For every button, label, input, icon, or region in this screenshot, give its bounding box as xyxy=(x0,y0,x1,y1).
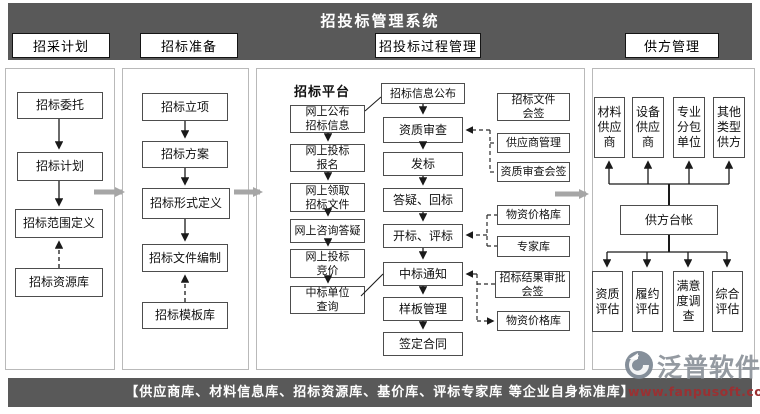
platform-title: 招标平台 xyxy=(294,85,351,100)
flow-box-comprehensive-eval: 综合评估 xyxy=(712,271,743,332)
flow-box-award-notice: 中标通知 xyxy=(383,262,463,286)
flow-box-bid-entrust: 招标委托 xyxy=(17,92,103,119)
flow-box-bid-initiation: 招标立项 xyxy=(142,93,228,121)
flow-box-sign-contract: 签定合同 xyxy=(383,332,463,356)
flow-box-bid-scope: 招标范围定义 xyxy=(15,209,103,238)
flow-box-bid-doc-countersign: 招标文件 会签 xyxy=(497,93,570,121)
vendor-watermark: 泛普软件 www.fanpusoft.com xyxy=(624,347,760,405)
page-title: 招投标管理系统 xyxy=(320,12,440,30)
flow-box-performance-eval: 履约评估 xyxy=(632,271,663,332)
flow-box-bid-doc-compile: 招标文件编制 xyxy=(142,244,228,272)
flow-box-qa-return: 答疑、回标 xyxy=(383,188,463,212)
watermark-url-link[interactable]: www.fanpusoft.com xyxy=(628,384,760,399)
flow-box-supplier-ledger: 供方台帐 xyxy=(620,205,718,235)
flow-box-online-qa: 网上咨询答疑 xyxy=(290,219,365,243)
flow-box-bid-scheme: 招标方案 xyxy=(142,141,228,168)
flow-box-result-approval-countersign: 招标结果审批 会签 xyxy=(495,271,570,298)
flow-box-winner-query: 中标单位 查询 xyxy=(290,286,365,314)
flow-box-online-bidding: 网上投标 竞价 xyxy=(290,249,365,278)
flow-box-satisfaction-survey: 满意度调查 xyxy=(673,271,704,332)
flow-box-expert-lib: 专家库 xyxy=(497,236,570,257)
flow-box-other-supplier: 其他类型供方 xyxy=(713,97,745,158)
watermark-brand: 泛普软件 xyxy=(657,353,760,382)
tab-bid-preparation[interactable]: 招标准备 xyxy=(140,33,238,58)
flow-box-online-publish: 网上公布 招标信息 xyxy=(290,105,365,133)
tab-supplier-management[interactable]: 供方管理 xyxy=(625,33,719,58)
flow-box-sample-mgmt: 样板管理 xyxy=(383,297,463,321)
flow-box-material-supplier: 材料供应商 xyxy=(594,97,625,158)
flow-box-qualification-review: 资质审查 xyxy=(383,117,463,143)
flow-box-equipment-supplier: 设备供应商 xyxy=(632,97,664,158)
flow-box-online-get-docs: 网上领取 招标文件 xyxy=(290,183,365,212)
flow-box-qualification-countersign: 资质审查会签 xyxy=(497,162,570,182)
flow-box-bid-template-lib: 招标模板库 xyxy=(142,302,228,329)
flow-box-material-price-lib-1: 物资价格库 xyxy=(497,205,570,225)
flow-box-qualification-eval: 资质评估 xyxy=(592,271,623,332)
flow-box-issue-bid: 发标 xyxy=(383,152,463,176)
flow-box-info-publish: 招标信息公布 xyxy=(381,83,465,104)
flow-box-bid-form-define: 招标形式定义 xyxy=(142,188,230,219)
fanpu-logo-icon xyxy=(625,351,653,379)
flow-box-online-signup: 网上投标 报名 xyxy=(290,144,365,172)
footer-note-bar: 【供应商库、材料信息库、招标资源库、基价库、评标专家库 等企业自身标准库】 xyxy=(8,378,752,407)
flow-box-bid-resource-lib: 招标资源库 xyxy=(15,268,103,297)
flow-box-material-price-lib-2: 物资价格库 xyxy=(497,311,570,331)
flow-box-supplier-mgmt: 供应商管理 xyxy=(497,133,570,153)
flow-box-subcontract-unit: 专业分包单位 xyxy=(673,97,705,158)
flow-box-open-evaluate: 开标、评标 xyxy=(383,224,463,248)
tab-procurement-plan[interactable]: 招采计划 xyxy=(12,33,110,58)
flow-box-bid-plan: 招标计划 xyxy=(17,152,103,181)
tab-bid-process[interactable]: 招投标过程管理 xyxy=(375,33,481,58)
